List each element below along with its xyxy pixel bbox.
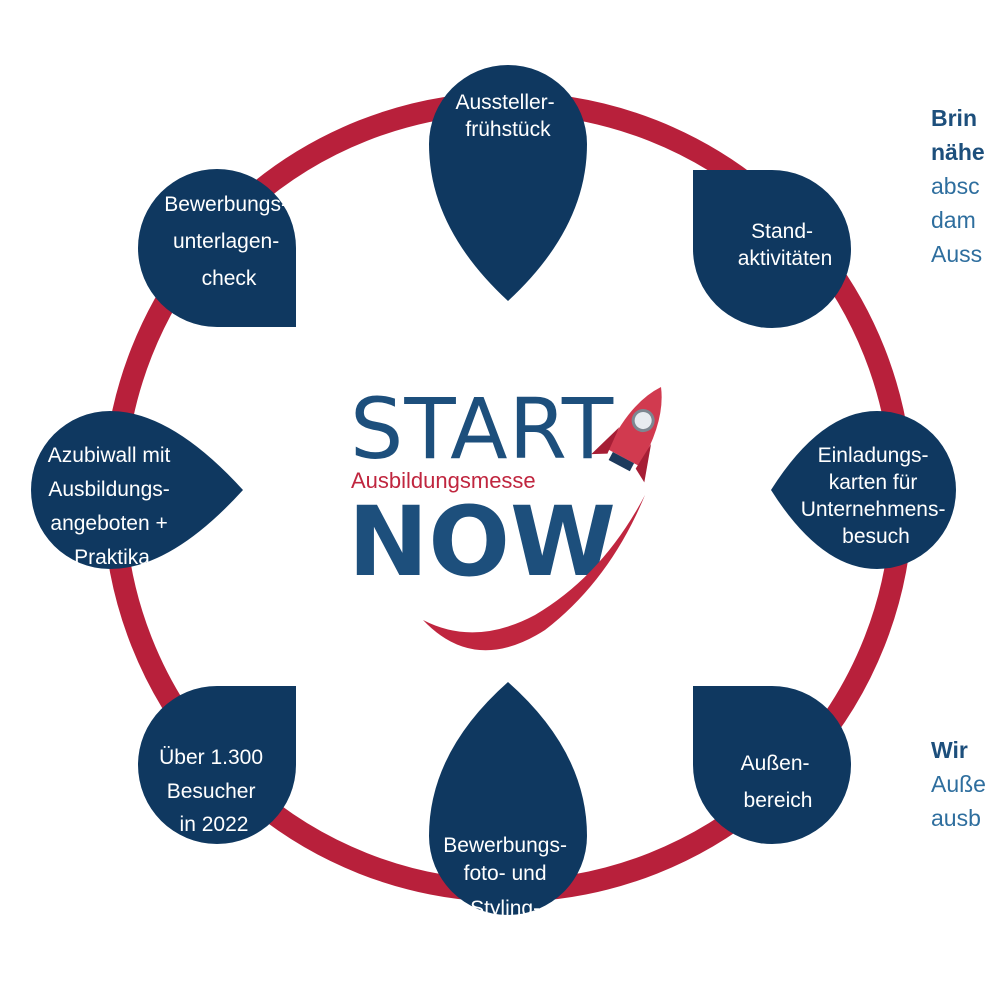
node-shape [693, 170, 851, 328]
side-text-line: Auße [931, 771, 986, 797]
side-text-bottom: Wir Auße ausb [931, 733, 986, 835]
node-einladung: Einladungs- karten für Unternehmens- bes… [771, 411, 956, 569]
logo-start-text: START [350, 380, 614, 478]
node-aussteller: Aussteller- frühstück [429, 65, 587, 301]
node-aussen: Außen- bereich [693, 686, 851, 844]
node-label: Über 1.300 Besucher in 2022 [159, 746, 269, 836]
node-shape [693, 686, 851, 844]
side-text-line: absc [931, 173, 980, 199]
node-label: Stand- aktivitäten [738, 220, 833, 270]
side-text-bold-line: nähe [931, 139, 985, 165]
node-foto: Bewerbungs- foto- und Styling- lounge [429, 682, 587, 956]
node-shape [138, 686, 296, 844]
side-text-line: ausb [931, 805, 981, 831]
node-shape [31, 411, 243, 569]
node-label: Bewerbungs- foto- und Styling- lounge [443, 834, 573, 956]
node-shape [429, 65, 587, 301]
swoosh-icon [423, 495, 645, 651]
logo-subtitle: Ausbildungsmesse [351, 468, 536, 493]
node-label: Einladungs- karten für Unternehmens- bes… [801, 444, 952, 548]
side-text-bold-line: Wir [931, 737, 968, 763]
side-text-top: Brin nähe absc dam Auss [931, 101, 985, 271]
side-text-line: dam [931, 207, 976, 233]
node-shape [771, 411, 956, 569]
start-now-logo: START Ausbildungsmesse NOW [348, 380, 662, 651]
node-label: Azubiwall mit Ausbildungs- angeboten + P… [48, 444, 176, 569]
node-azubiwall: Azubiwall mit Ausbildungs- angeboten + P… [31, 411, 243, 569]
node-label: Außen- bereich [741, 752, 816, 812]
node-shape [429, 682, 587, 915]
side-text-line: Auss [931, 241, 983, 267]
node-unterlagen: Bewerbungs- unterlagen- check [138, 169, 296, 327]
rocket-icon [591, 387, 662, 483]
node-besucher: Über 1.300 Besucher in 2022 [138, 686, 296, 844]
node-shape [138, 169, 296, 327]
logo-now-text: NOW [348, 486, 616, 598]
side-text-bold-line: Brin [931, 105, 977, 131]
node-label: Bewerbungs- unterlagen- check [164, 193, 294, 290]
node-label: Aussteller- frühstück [455, 91, 560, 141]
node-stand: Stand- aktivitäten [693, 170, 851, 328]
